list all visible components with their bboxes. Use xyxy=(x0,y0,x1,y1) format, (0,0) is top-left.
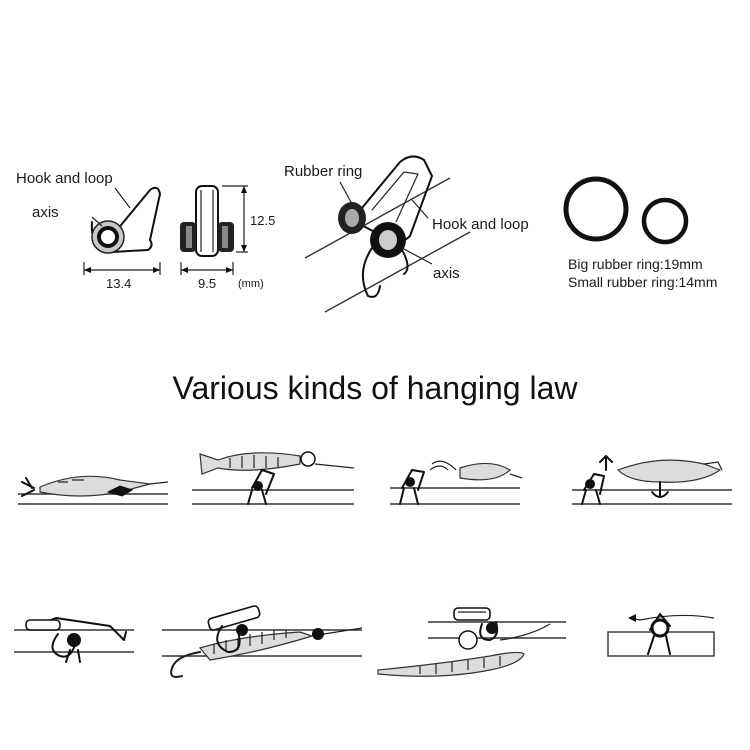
front-width-value: 9.5 xyxy=(198,276,217,291)
perspective-axis-label: axis xyxy=(433,265,460,282)
example-treble-hook-minnow xyxy=(572,455,732,505)
example-long-worm xyxy=(377,607,566,677)
example-spinner-bait xyxy=(14,617,134,663)
rings-caption: Big rubber ring:19mm Small rubber ring:1… xyxy=(568,255,717,291)
small-rubber-ring xyxy=(641,197,689,245)
big-ring-label: Big rubber ring:19mm xyxy=(568,256,703,272)
example-squid-jig xyxy=(18,475,169,505)
example-hooked-lure xyxy=(390,460,523,505)
side-axis-label: axis xyxy=(32,204,59,221)
section-heading: Various kinds of hanging law xyxy=(172,370,578,406)
example-line-clip xyxy=(607,613,715,657)
unit-label: (mm) xyxy=(238,278,264,290)
small-ring-label: Small rubber ring:14mm xyxy=(568,274,718,290)
front-height-value: 12.5 xyxy=(250,213,276,228)
perspective-hook-loop-label: Hook and loop xyxy=(432,216,529,233)
example-soft-minnow xyxy=(192,451,355,505)
big-rubber-ring xyxy=(563,176,629,242)
example-worm-on-rod xyxy=(162,605,363,678)
side-hook-loop-label: Hook and loop xyxy=(16,170,113,187)
perspective-rubber-ring-label: Rubber ring xyxy=(284,163,363,180)
side-width-value: 13.4 xyxy=(106,276,132,291)
